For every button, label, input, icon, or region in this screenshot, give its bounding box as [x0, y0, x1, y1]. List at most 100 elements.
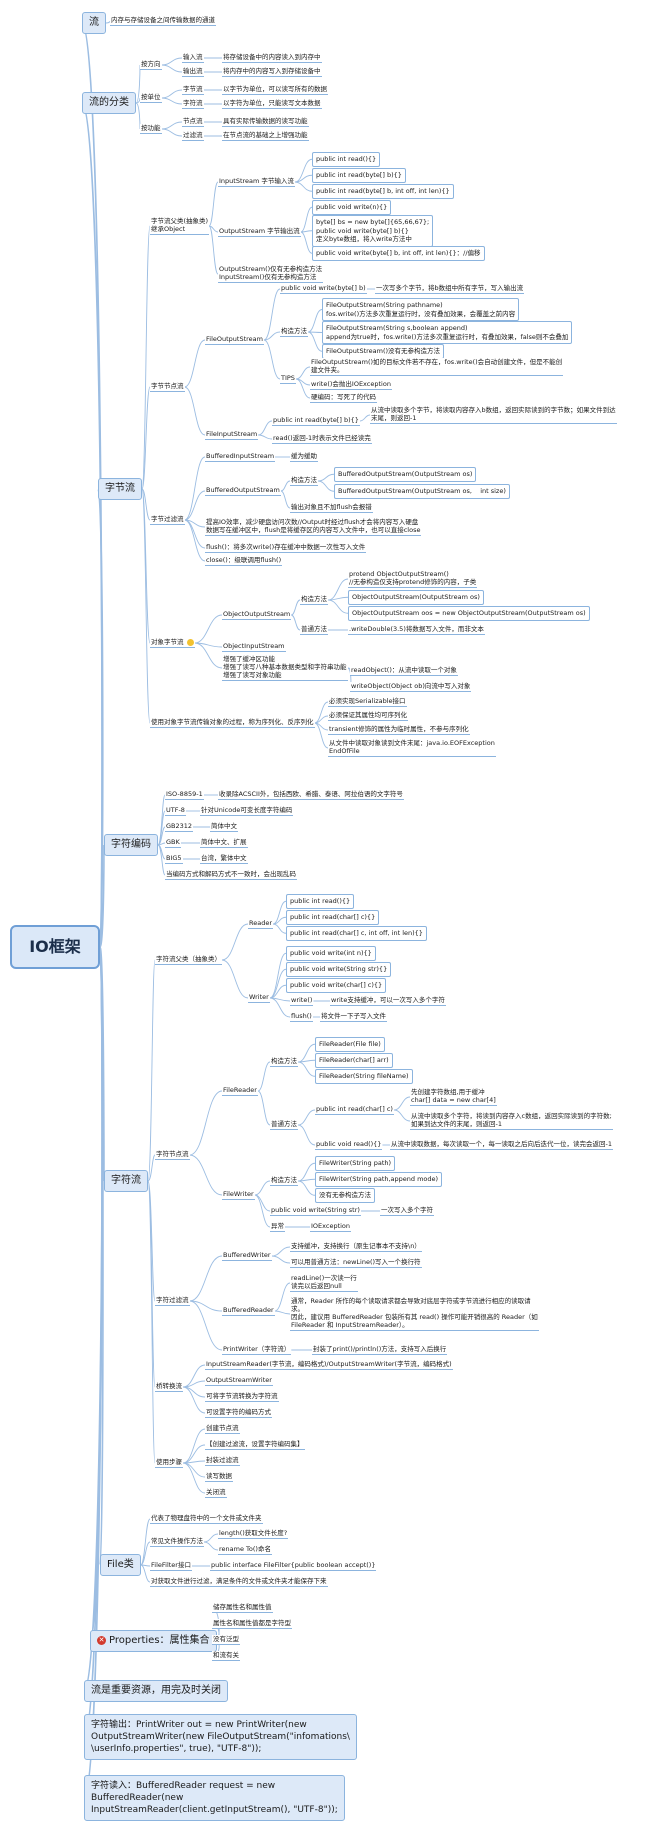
node-fw-c1[interactable]: FileWriter(String path)	[315, 1156, 396, 1171]
node-s3[interactable]: 封装过滤流	[205, 1456, 240, 1466]
node-bridge[interactable]: 桥转换流	[155, 1382, 183, 1392]
node-is3[interactable]: public int read(byte[] b, int off, int l…	[312, 184, 454, 199]
node-br2[interactable]: 通常，Reader 所作的每个读取请求都会导致对底层字符或字节流进行相应的读取请…	[290, 1297, 539, 1331]
node-liu-def[interactable]: 内存与存储设备之间传输数据的通道	[110, 16, 216, 26]
node-ser4[interactable]: 从文件中读取对象读到文件末尾：java.io.EOFException EndO…	[328, 739, 496, 757]
node-p3[interactable]: 没有泛型	[212, 1635, 240, 1645]
node-e3-d[interactable]: 简体中文	[210, 822, 238, 832]
node-e1[interactable]: ISO-8859-1	[165, 790, 204, 800]
node-oos-c2[interactable]: ObjectOutputStream(OutputStream os)	[348, 590, 484, 605]
node-zf-filter[interactable]: 字符过滤流	[155, 1296, 190, 1306]
node-ser[interactable]: 使用对象字节流传输对象的过程，称为序列化、反序列化	[150, 718, 315, 728]
node-zf-node[interactable]: 字符节点流	[155, 1150, 190, 1160]
node-f2b[interactable]: rename To()命名	[218, 1545, 272, 1555]
node-fr-c2[interactable]: FileReader(char[] arr)	[315, 1053, 393, 1068]
node-os-note[interactable]: OutputStream()仅有无参构造方法 InputStream()仅有无参…	[218, 265, 324, 283]
node-fw-m[interactable]: public void write(String str)	[270, 1206, 361, 1216]
node-w1[interactable]: public void write(int n){}	[286, 946, 376, 961]
node-fx-in[interactable]: 输入流	[182, 53, 204, 63]
node-steps[interactable]: 使用步骤	[155, 1458, 183, 1468]
node-dw-char-d[interactable]: 以字符为单位，只能读写文本数据	[222, 99, 322, 109]
node-liu[interactable]: 流	[82, 12, 106, 34]
node-s1[interactable]: 创建节点流	[205, 1424, 240, 1434]
node-fx-out-d[interactable]: 将内存中的内容写入到存储设备中	[222, 67, 322, 77]
node-fr-m1-b[interactable]: 从流中读取多个字符，将读到内容存入c数组，返回实际读到的字符数; 如果到达文件的…	[410, 1112, 613, 1130]
node-f3-d[interactable]: public interface FileFilter{public boole…	[210, 1561, 377, 1571]
node-w5-d[interactable]: 将文件一下子写入文件	[320, 1012, 387, 1022]
node-pw-d[interactable]: 封装了print()/println()方法，支持写入后换行	[312, 1345, 448, 1355]
node-fos[interactable]: FileOutputStream	[205, 335, 264, 345]
node-fx-out[interactable]: 输出流	[182, 67, 204, 77]
node-e3[interactable]: GB2312	[165, 822, 194, 832]
node-zj-filter[interactable]: 字节过滤流	[150, 515, 185, 525]
node-ex-out[interactable]: 字符输出：PrintWriter out = new PrintWriter(n…	[84, 1714, 357, 1760]
node-fos-c1[interactable]: FileOutputStream(String pathname) fos.wr…	[322, 298, 520, 321]
node-fis-r1[interactable]: public int read(byte[] b){}	[272, 416, 360, 426]
node-ser2[interactable]: 必须保证其属性均可序列化	[328, 711, 408, 721]
node-bos-c1[interactable]: BufferedOutputStream(OutputStream os)	[334, 467, 477, 482]
node-e1-d[interactable]: 收录除ACSCII外，包括西欧、希腊、泰语、阿拉伯语的文字符号	[218, 790, 404, 800]
node-w5[interactable]: flush()	[290, 1012, 313, 1022]
node-fos-t3[interactable]: 硬编码：写死了的代码	[310, 393, 377, 403]
node-fos-w-d[interactable]: 一次写多个字节，将b数组中所有字节，写入输出流	[375, 284, 525, 294]
node-gn-filter-d[interactable]: 在节点流的基础之上增强功能	[222, 131, 309, 141]
node-props[interactable]: ✕Properties：属性集合	[90, 1630, 217, 1652]
node-fw[interactable]: FileWriter	[222, 1190, 255, 1200]
node-fw-ex-d[interactable]: IOException	[310, 1222, 352, 1232]
node-os2[interactable]: byte[] bs = new byte[]{65,66,67}; public…	[312, 215, 434, 247]
node-os3[interactable]: public void write(byte[] b, int off, int…	[312, 246, 485, 261]
node-close-d[interactable]: close()：级联调用flush()	[205, 556, 283, 566]
node-fos-w[interactable]: public void write(byte[] b)	[280, 284, 367, 294]
node-br1[interactable]: readLine()一次读一行 读完以后返回null	[290, 1274, 358, 1292]
node-gn-filter[interactable]: 过滤流	[182, 131, 204, 141]
node-fenlei[interactable]: 流的分类	[82, 92, 136, 114]
node-gn[interactable]: 按功能	[140, 124, 162, 134]
node-flush-d[interactable]: flush()：将多次write()存在缓冲中数据一次性写入文件	[205, 543, 367, 553]
node-r3[interactable]: public int read(char[] c, int off, int l…	[286, 926, 427, 941]
node-fis-r2[interactable]: read()返回-1时表示文件已经读完	[272, 434, 372, 444]
node-ois-r[interactable]: readObject()：从流中读取一个对象	[350, 666, 458, 676]
node-w4-d[interactable]: write支持缓冲，可以一次写入多个字符	[330, 996, 446, 1006]
node-os[interactable]: OutputStream 字节输出流	[218, 227, 301, 237]
node-bos-ctor[interactable]: 构造方法	[290, 476, 318, 486]
node-ois-d1[interactable]: 增强了缓冲区功能 增强了读写八种基本数据类型和字符串功能 增强了读写对象功能	[222, 655, 348, 681]
node-r2[interactable]: public int read(char[] c){}	[286, 910, 380, 925]
node-e5-d[interactable]: 台湾，繁体中文	[200, 854, 248, 864]
node-r1[interactable]: public int read(){}	[286, 894, 355, 909]
node-reader[interactable]: Reader	[248, 919, 274, 929]
node-is2[interactable]: public int read(byte[] b){}	[312, 168, 406, 183]
node-br[interactable]: BufferedReader	[222, 1306, 275, 1316]
node-fx-in-d[interactable]: 将存储设备中的内容读入到内存中	[222, 53, 322, 63]
node-is[interactable]: InputStream 字节输入流	[218, 177, 295, 187]
node-p2[interactable]: 属性名和属性值都是字符型	[212, 1619, 292, 1629]
node-zj-node[interactable]: 字节节点流	[150, 382, 185, 392]
node-fw-ctor[interactable]: 构造方法	[270, 1176, 298, 1186]
node-enc[interactable]: 字符编码	[104, 834, 158, 856]
node-fr-c1[interactable]: FileReader(File file)	[315, 1037, 385, 1052]
node-bis-d[interactable]: 缓为缓助	[290, 452, 318, 462]
node-zj-parent[interactable]: 字节流父类(抽象类) 继承Object	[150, 217, 210, 235]
node-bridge-d[interactable]: InputStreamReader(字节流，编码格式)/OutputStream…	[205, 1360, 453, 1370]
node-e4[interactable]: GBK	[165, 838, 181, 848]
node-zjl[interactable]: 字节流	[98, 478, 142, 500]
node-fis-r1-d[interactable]: 从流中读取多个字节，将读取内容存入b数组，返回实际读到的字节数；如果文件到达 末…	[370, 406, 617, 424]
node-fr[interactable]: FileReader	[222, 1086, 258, 1096]
node-dw-byte-d[interactable]: 以字节为单位，可以读写所有的数据	[222, 85, 328, 95]
node-p1[interactable]: 储存属性名和属性值	[212, 1603, 273, 1613]
node-fw-c3[interactable]: 没有无参构造方法	[315, 1188, 375, 1203]
node-ex-in[interactable]: 字符读入：BufferedReader request = new Buffer…	[84, 1775, 345, 1821]
node-fx[interactable]: 按方向	[140, 60, 162, 70]
node-fw-ex[interactable]: 异常	[270, 1222, 285, 1232]
node-fr-m1[interactable]: public int read(char[] c)	[315, 1105, 394, 1115]
node-bos[interactable]: BufferedOutputStream	[205, 486, 281, 496]
node-writer[interactable]: Writer	[248, 993, 270, 1003]
node-oos-m[interactable]: 普通方法	[300, 625, 328, 635]
node-s5[interactable]: 关闭流	[205, 1488, 227, 1498]
node-s2[interactable]: 【创建过滤流，设置字符编码集】	[205, 1440, 305, 1450]
node-zfl[interactable]: 字符流	[104, 1170, 148, 1192]
node-gn-node[interactable]: 节点流	[182, 117, 204, 127]
node-bis[interactable]: BufferedInputStream	[205, 452, 276, 462]
node-dw-char[interactable]: 字符流	[182, 99, 204, 109]
node-fr-m2-d[interactable]: 从流中读取数据，每次读取一个，每一读取之后向后迭代一位，读完会返回-1	[390, 1140, 613, 1150]
node-bridge3[interactable]: 可设置字符的编码方式	[205, 1408, 272, 1418]
